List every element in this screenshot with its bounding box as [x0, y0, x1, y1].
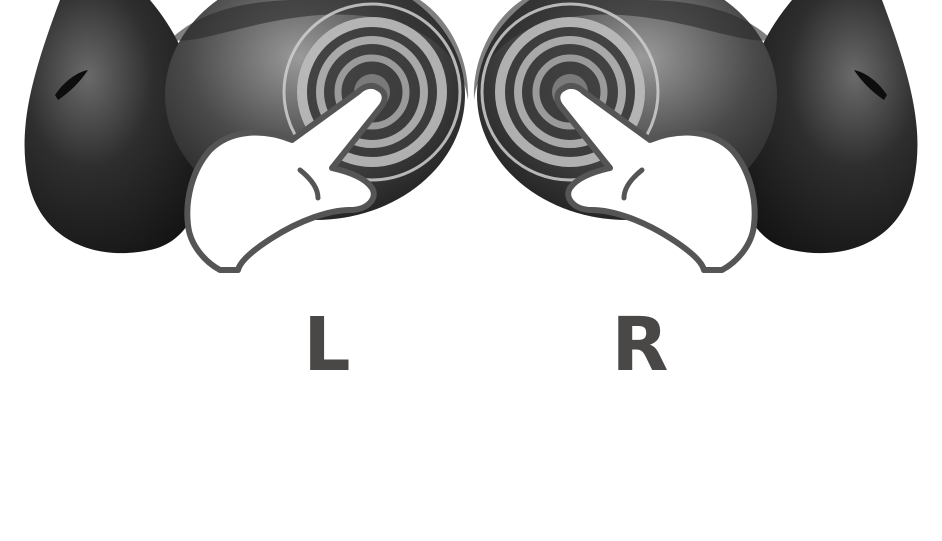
left-label: L [287, 300, 367, 390]
earbud-right-icon [471, 0, 942, 300]
right-label: R [600, 300, 680, 390]
earbud-left-icon [0, 0, 471, 300]
